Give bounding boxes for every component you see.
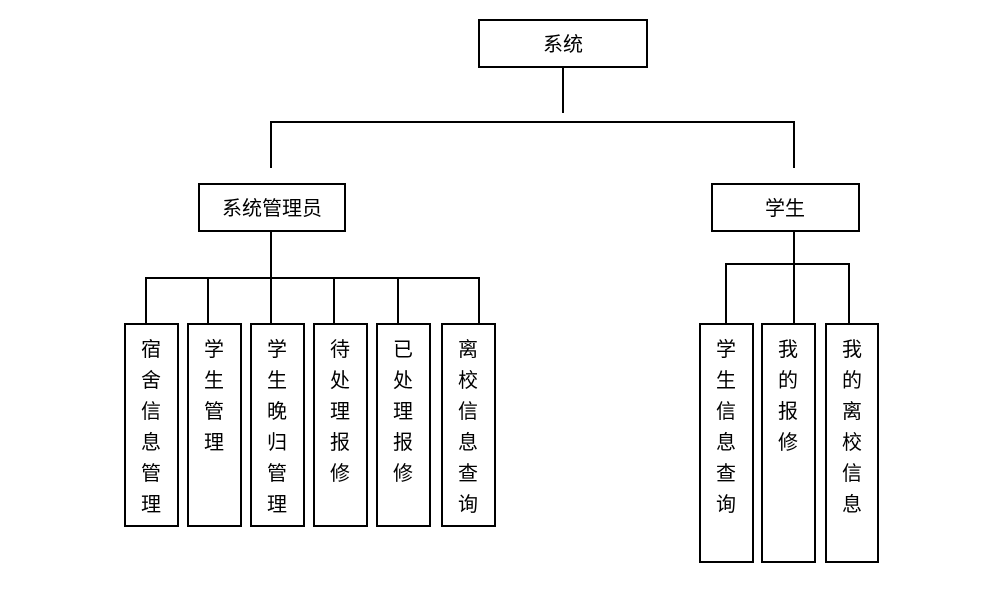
- student-node: 学生: [711, 183, 860, 232]
- root-node: 系统: [478, 19, 648, 68]
- admin-label: 系统管理员: [222, 196, 322, 220]
- module-label: 学生信息查询: [716, 337, 736, 516]
- module-dorm-info-management: 宿舍信息管理: [124, 323, 179, 527]
- connector-lines: [145, 66, 850, 325]
- module-label: 离校信息查询: [458, 337, 478, 516]
- module-late-return-management: 学生晚归管理: [250, 323, 305, 527]
- module-label: 我的报修: [778, 337, 798, 454]
- module-my-leave-info: 我的离校信息: [825, 323, 879, 563]
- module-label: 待处理报修: [330, 337, 350, 485]
- module-label: 宿舍信息管理: [141, 337, 161, 516]
- module-leave-info-query: 离校信息查询: [441, 323, 496, 527]
- module-label: 学生晚归管理: [267, 337, 287, 516]
- module-label: 我的离校信息: [842, 337, 862, 516]
- root-label: 系统: [543, 32, 583, 56]
- module-my-repairs: 我的报修: [761, 323, 816, 563]
- module-student-info-query: 学生信息查询: [699, 323, 754, 563]
- student-label: 学生: [765, 196, 805, 220]
- module-pending-repairs: 待处理报修: [313, 323, 368, 527]
- module-label: 学生管理: [204, 337, 224, 454]
- student-modules: 学生信息查询 我的报修 我的离校信息: [699, 323, 879, 563]
- module-label: 已处理报修: [393, 337, 413, 485]
- module-student-management: 学生管理: [187, 323, 242, 527]
- admin-node: 系统管理员: [198, 183, 346, 232]
- module-processed-repairs: 已处理报修: [376, 323, 431, 527]
- admin-modules: 宿舍信息管理 学生管理 学生晚归管理 待处理报修 已处理报修 离校信息查询: [124, 323, 496, 527]
